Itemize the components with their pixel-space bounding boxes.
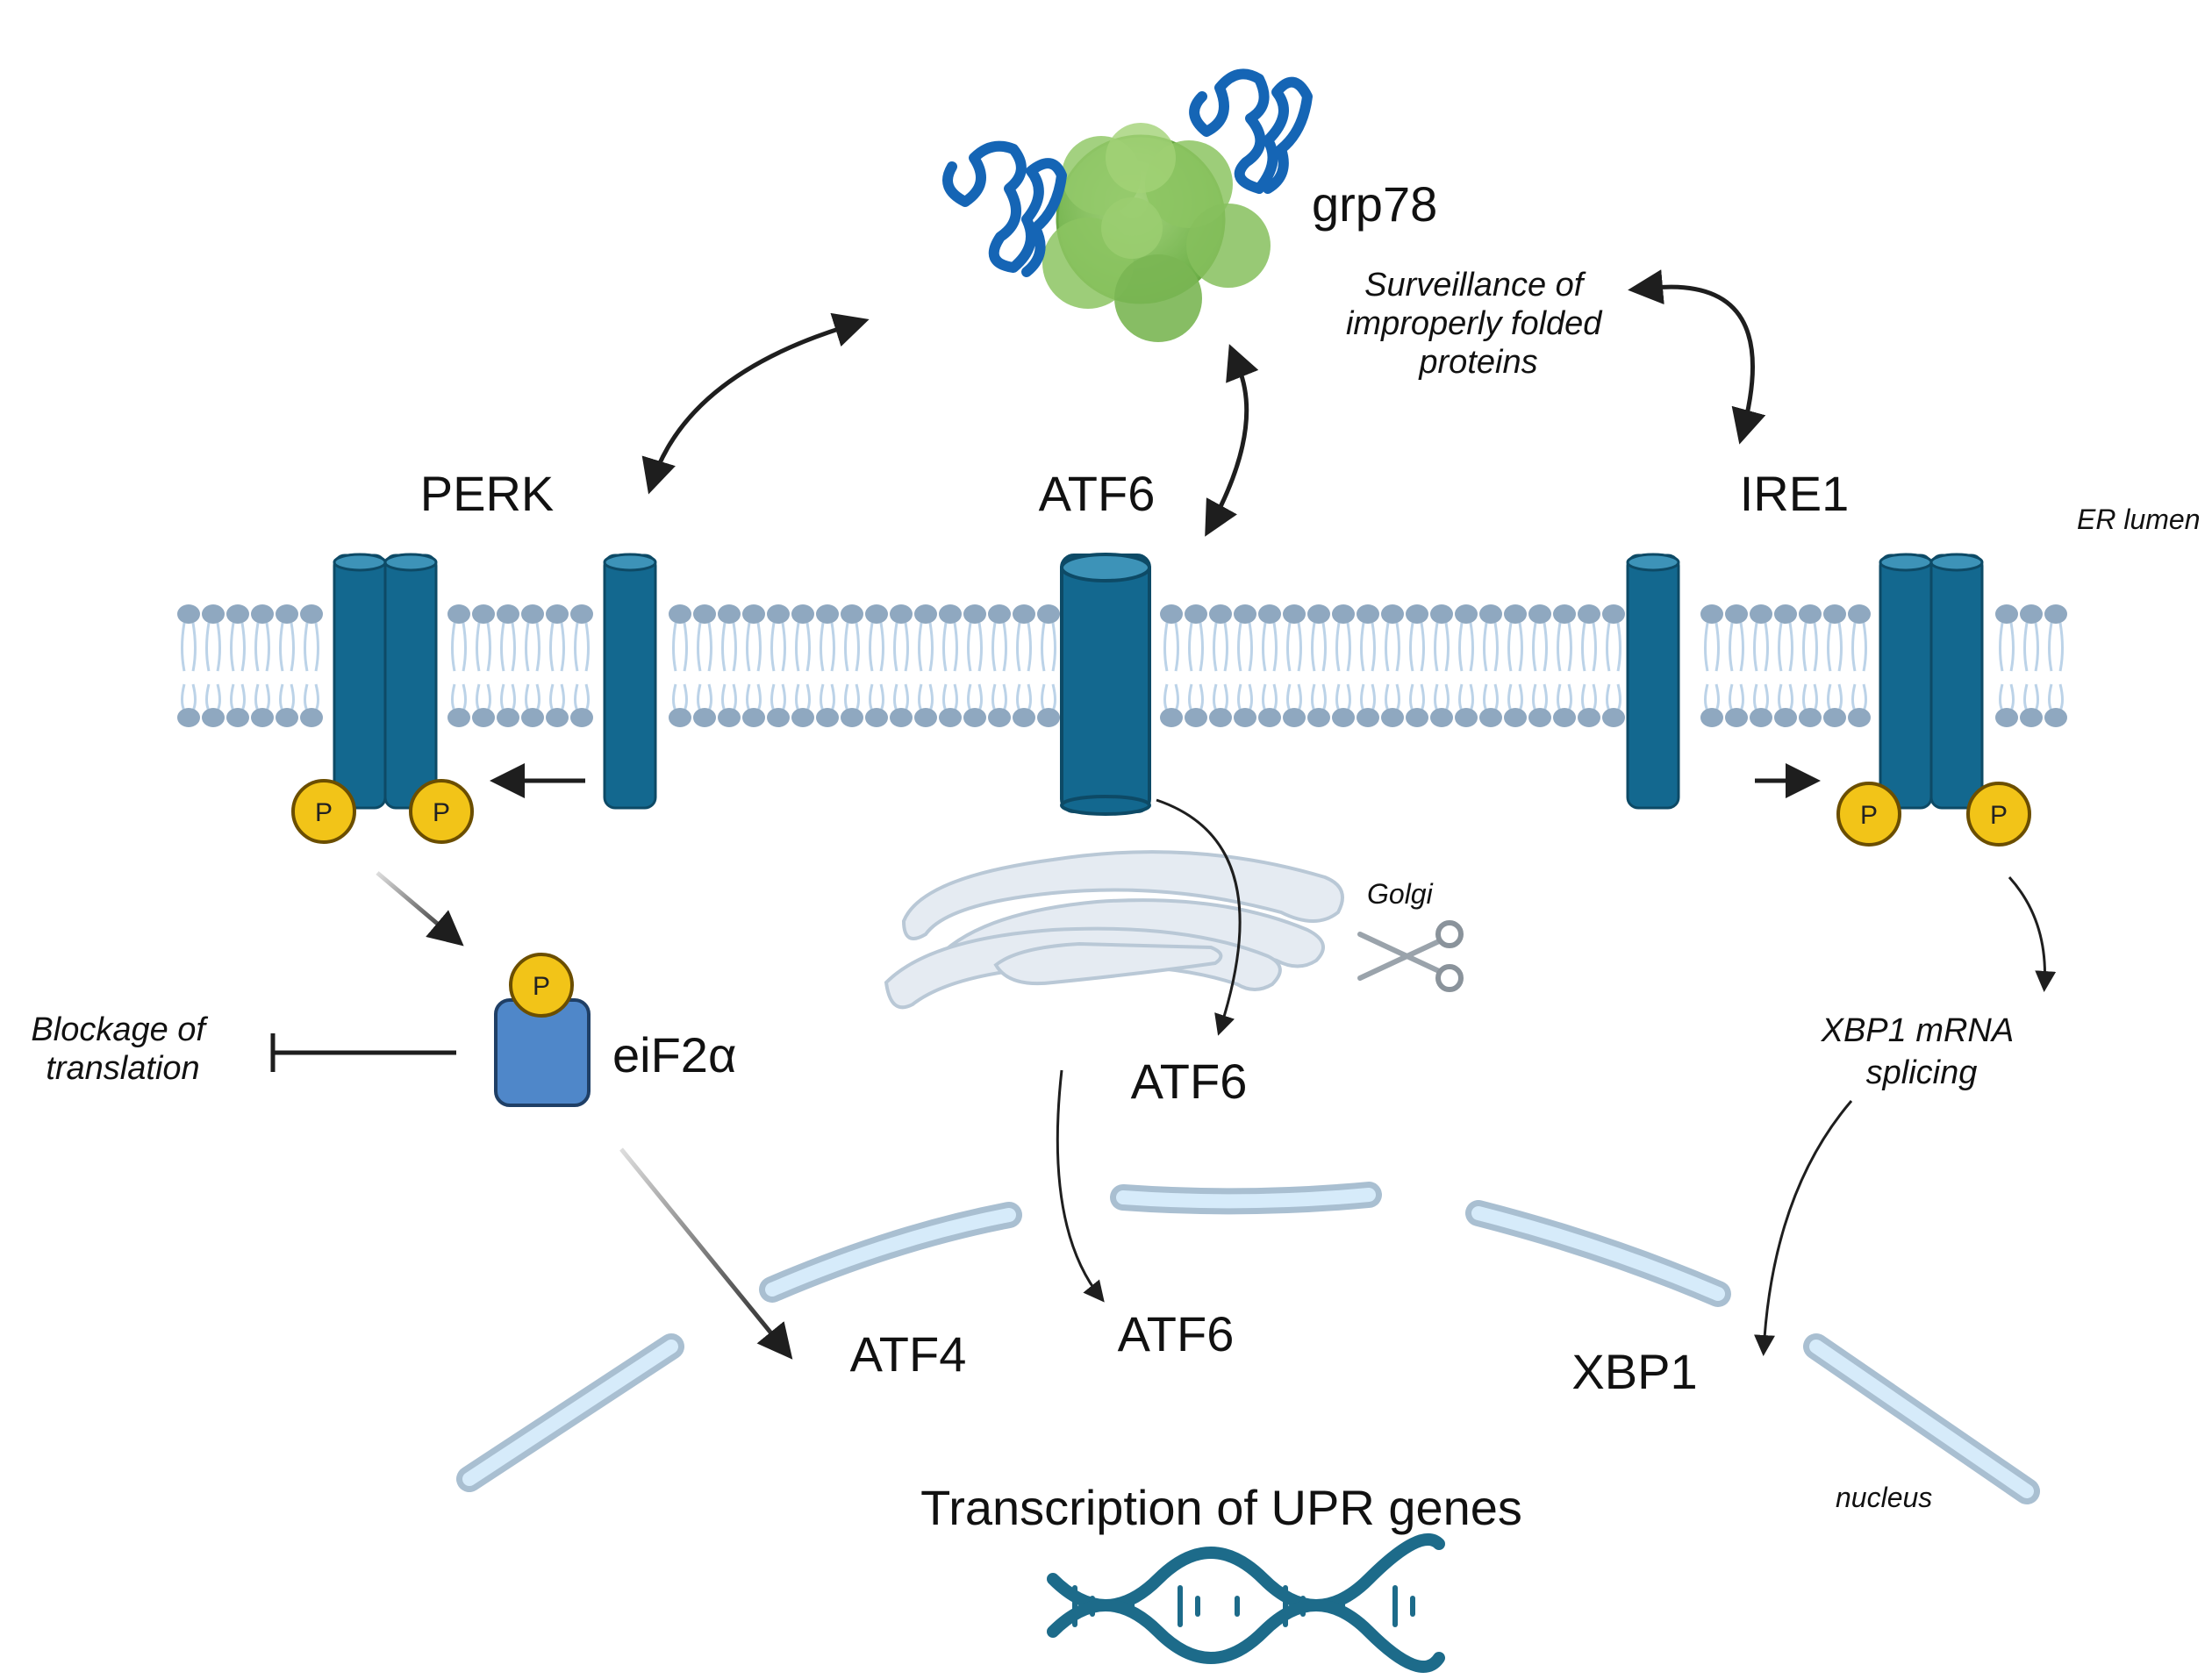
ire1-dimer (1879, 553, 1984, 810)
ire1-monomer (1626, 553, 1680, 810)
atf6-membrane-label: ATF6 (1039, 466, 1156, 521)
transcription-label: Transcription of UPR genes (920, 1480, 1522, 1535)
eif2a-protein: P (494, 953, 591, 1107)
perk-dimer (333, 553, 438, 810)
blockage-label: Blockage of translation (31, 1011, 214, 1087)
scissors-icon (1357, 920, 1464, 992)
atf6-cleaved-label: ATF6 (1131, 1054, 1248, 1109)
atf6-receptor (1060, 553, 1151, 816)
phospho-perk-left: P (291, 779, 356, 844)
atf6-nucleus-label: ATF6 (1118, 1306, 1235, 1361)
er-membrane (177, 604, 2067, 727)
grp78-label: grp78 (1312, 176, 1437, 232)
nucleus-label: nucleus (1836, 1482, 1932, 1513)
svg-text:P: P (315, 798, 333, 827)
phospho-ire1-left: P (1836, 782, 1901, 847)
phospho-perk-right: P (409, 779, 474, 844)
xbp1-label: XBP1 (1571, 1344, 1697, 1399)
phospho-ire1-right: P (1966, 782, 2031, 847)
unfolded-protein-icon (942, 68, 1313, 277)
perk-label: PERK (420, 466, 555, 521)
golgi-label: Golgi (1367, 878, 1434, 910)
er-lumen-label: ER lumen (2077, 504, 2201, 535)
xbp1-splicing-label: XBP1 mRNA splicing (1821, 1012, 2022, 1091)
nuclear-envelope (456, 1182, 2040, 1504)
dna-helix-icon (1047, 1533, 1445, 1673)
atf4-label: ATF4 (850, 1326, 967, 1382)
grp78-chaperone-icon (1042, 123, 1271, 342)
eif2a-label: eiF2α (612, 1027, 736, 1082)
surveillance-label: Surveillance of improperly folded protei… (1346, 267, 1611, 381)
svg-text:P: P (533, 972, 550, 1001)
svg-text:P: P (1860, 801, 1878, 830)
arrows (270, 269, 2057, 1360)
svg-text:P: P (433, 798, 450, 827)
golgi-apparatus (884, 850, 1344, 1010)
svg-text:P: P (1990, 801, 2008, 830)
perk-monomer (603, 553, 657, 810)
ire1-label: IRE1 (1740, 466, 1850, 521)
